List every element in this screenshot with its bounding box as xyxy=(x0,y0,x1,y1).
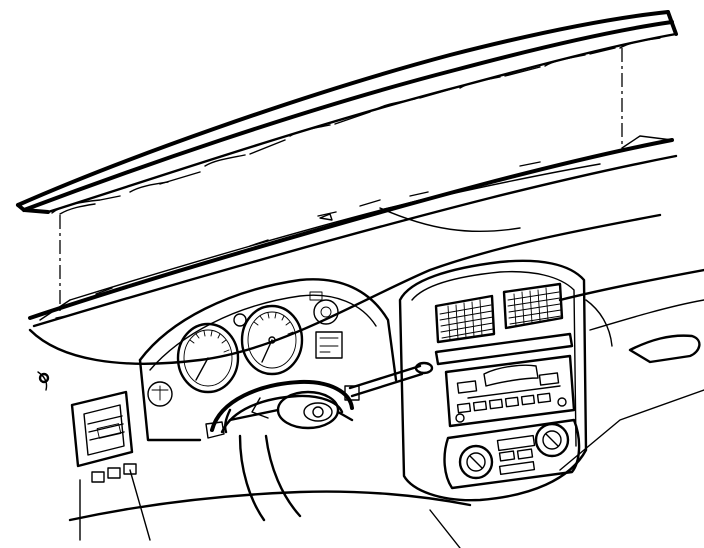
center-vent-right xyxy=(502,282,564,330)
alignment-leader-lines xyxy=(59,48,623,315)
preset-button xyxy=(504,396,520,408)
preset-button xyxy=(488,398,504,410)
temperature-gauge xyxy=(313,299,339,325)
center-air-vents xyxy=(434,282,564,344)
dash-detail-lines xyxy=(55,199,613,347)
left-air-vent xyxy=(70,390,137,483)
climate-center-buttons xyxy=(496,434,536,476)
speedometer-gauge xyxy=(240,304,304,376)
center-stack xyxy=(398,259,588,502)
instrument-panel-body xyxy=(28,135,704,548)
fuel-gauge xyxy=(147,381,173,407)
dash-top-trim-panel xyxy=(16,10,678,215)
instrument-cluster xyxy=(138,278,398,442)
steering-wheel xyxy=(205,379,354,522)
cassette-slot xyxy=(483,364,539,387)
tachometer-gauge xyxy=(176,322,240,394)
steering-hub xyxy=(276,390,340,430)
preset-button xyxy=(472,400,488,412)
climate-knob-right xyxy=(534,422,570,458)
warning-lamps xyxy=(233,291,343,359)
preset-button xyxy=(536,392,552,404)
turn-signal-stalk xyxy=(344,361,434,401)
radio-unit xyxy=(444,354,576,428)
hazard-strip xyxy=(434,332,574,366)
climate-knob-left xyxy=(458,444,494,480)
center-vent-left xyxy=(434,294,496,344)
preset-button xyxy=(456,402,472,414)
preset-button xyxy=(520,394,536,406)
climate-control-panel xyxy=(443,418,581,490)
